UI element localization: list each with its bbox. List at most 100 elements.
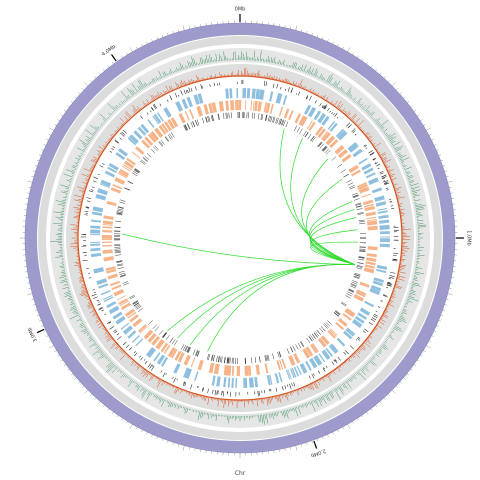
gc-skew-bar — [355, 373, 357, 375]
blue-gene — [358, 157, 368, 165]
feature-mark — [176, 378, 178, 381]
gc-content-bar — [150, 373, 152, 376]
gc-content-bar — [104, 331, 109, 335]
orange-gene — [317, 128, 326, 138]
blue-gene — [115, 315, 126, 325]
gc-content-bar — [400, 213, 405, 215]
gc-content-bar — [340, 364, 342, 366]
gc-content-bar — [106, 336, 112, 341]
blue-gene — [354, 315, 365, 324]
tick-mark — [403, 377, 406, 380]
gc-skew-bar — [408, 179, 414, 182]
gc-skew-track — [50, 50, 427, 425]
gc-content-bar — [270, 396, 272, 401]
gc-skew-bar — [94, 126, 99, 130]
inner-feature-mark — [195, 350, 199, 357]
gc-skew-bar — [375, 353, 380, 357]
feature-mark — [99, 165, 104, 168]
gc-content-bar — [331, 371, 333, 373]
inner-feature-mark — [308, 336, 313, 342]
gc-content-bar — [95, 316, 99, 319]
blue-gene — [318, 353, 326, 363]
gc-skew-bar — [147, 83, 149, 86]
blue-gene — [374, 195, 385, 202]
inner-feature-mark — [205, 116, 208, 123]
feature-mark — [372, 158, 376, 161]
gc-content-bar — [342, 110, 345, 114]
inner-feature-mark — [227, 357, 229, 364]
gc-content-bar — [386, 306, 389, 308]
gc-content-bar — [125, 111, 132, 118]
gc-skew-bar — [53, 223, 63, 225]
blue-gene — [255, 88, 260, 100]
blue-gene — [92, 206, 104, 213]
gc-content-bar — [366, 135, 369, 138]
gc-skew-bar — [68, 298, 73, 301]
inner-feature-mark — [228, 112, 230, 119]
gc-skew-bar — [350, 377, 353, 380]
gc-content-bar — [377, 323, 379, 325]
gc-content-bar — [370, 334, 372, 336]
blue-gene — [140, 123, 150, 134]
tick-mark — [433, 144, 437, 146]
gc-skew-bar — [79, 317, 81, 319]
gc-skew-bar — [64, 294, 72, 297]
gc-content-bar — [164, 381, 166, 384]
gc-content-bar — [84, 295, 89, 298]
tick-mark — [67, 368, 70, 371]
gc-content-bar — [364, 340, 367, 343]
tick-mark — [446, 176, 449, 178]
feature-mark — [108, 321, 112, 324]
inner-feature-mark — [133, 302, 140, 307]
tick-mark — [327, 434, 329, 437]
tick-mark — [156, 36, 158, 40]
gc-content-bar — [371, 331, 374, 334]
gc-skew-bar — [393, 328, 398, 332]
gc-content-bar — [197, 394, 199, 398]
orange-gene — [363, 267, 375, 274]
gc-content-bar — [310, 91, 312, 93]
gc-skew-bar — [336, 387, 339, 390]
gc-skew-bar — [157, 396, 160, 399]
gc-content-bar — [320, 378, 323, 380]
tick-mark — [38, 154, 42, 156]
gc-skew-bar — [115, 104, 119, 108]
gc-skew-bar — [416, 215, 423, 217]
inner-feature-mark — [307, 133, 312, 140]
gc-content-bar — [347, 112, 351, 117]
feature-mark — [337, 356, 341, 361]
tick-mark — [366, 61, 369, 65]
gc-skew-bar — [181, 64, 184, 70]
inner-feature-mark — [152, 324, 158, 330]
inner-feature-mark — [186, 346, 190, 353]
gc-skew-bar — [71, 169, 76, 172]
gc-content-bar — [129, 357, 131, 359]
gc-content-bar — [369, 139, 371, 141]
gc-skew-bar — [279, 61, 281, 65]
gc-skew-bar — [413, 279, 418, 281]
gc-content-bar — [107, 335, 111, 338]
inner-feature-mark — [324, 148, 330, 154]
gc-skew-bar — [414, 271, 425, 275]
gc-skew-bar — [78, 157, 81, 159]
feature-mark — [389, 275, 395, 277]
inner-feature-mark — [352, 280, 358, 283]
inner-feature-mark — [290, 346, 294, 353]
gc-content-bar — [353, 353, 356, 356]
gc-skew-bar — [300, 405, 302, 408]
orange-gene — [344, 308, 356, 318]
inner-feature-mark — [296, 127, 301, 133]
blue-gene — [315, 354, 323, 365]
orange-gene — [117, 172, 128, 179]
gc-content-bar — [75, 208, 81, 211]
tick-mark — [450, 282, 453, 284]
gc-skew-bar — [139, 85, 142, 90]
gc-content-bar — [201, 395, 203, 399]
blue-gene — [379, 243, 390, 248]
tick-mark — [306, 442, 308, 445]
gc-content-bar — [161, 380, 165, 386]
gc-skew-bar — [316, 398, 318, 401]
inner-feature-mark — [337, 163, 343, 168]
gc-skew-bar — [348, 379, 351, 382]
blue-gene — [98, 283, 109, 289]
